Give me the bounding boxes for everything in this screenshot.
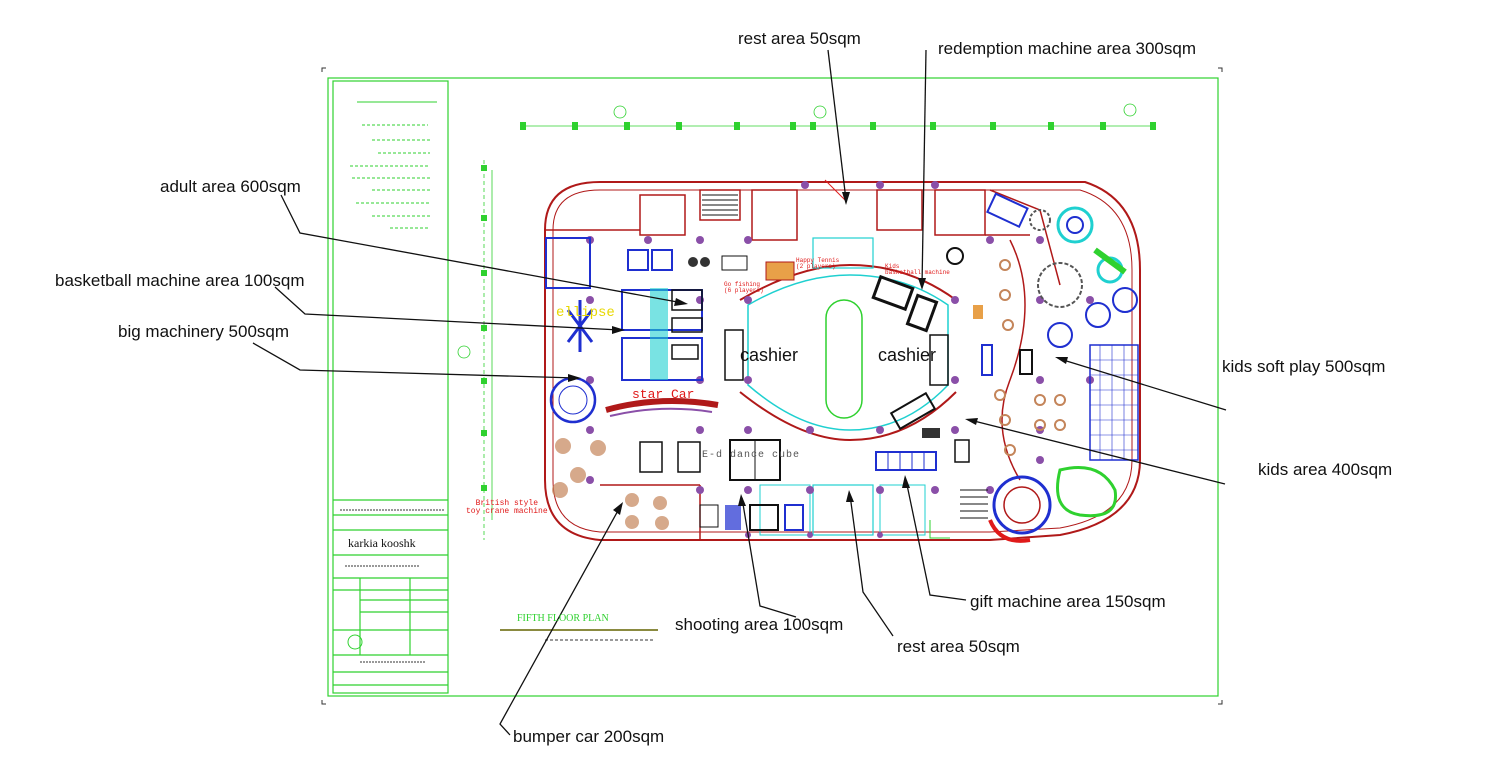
- kids-basketball-label: Kids basketball machine: [885, 263, 950, 276]
- building-walls: [544, 181, 1141, 541]
- label-rest-area-bottom: rest area 50sqm: [897, 637, 1020, 656]
- grid-axis: [457, 103, 1156, 540]
- british-toy-crane-label: British style toy crane machine: [466, 499, 548, 516]
- corner-ticks: [321, 67, 1223, 705]
- ellipse-label: ellipse: [556, 305, 615, 321]
- client-name: karkia kooshk: [348, 536, 416, 550]
- dance-cube-label: E-d dance cube: [702, 450, 801, 461]
- leader-lines: [252, 49, 1227, 736]
- label-adult-area: adult area 600sqm: [160, 177, 301, 196]
- fifth-floor-plan-title: FIFTH FLOOR PLAN: [517, 613, 609, 624]
- label-basketball-machine-area: basketball machine area 100sqm: [55, 271, 305, 290]
- stairs-and-doors: [702, 179, 988, 539]
- label-kids-soft-play: kids soft play 500sqm: [1222, 357, 1386, 376]
- go-fishing-label: Go fishing (6 players): [724, 281, 764, 294]
- label-kids-area: kids area 400sqm: [1258, 460, 1393, 479]
- label-rest-area-top: rest area 50sqm: [738, 29, 861, 48]
- drawing-frame: [327, 77, 1219, 697]
- label-gift-machine-area: gift machine area 150sqm: [970, 592, 1166, 611]
- happy-tennis-label: Happy Tennis (2 players): [796, 257, 840, 270]
- cashier-right-label: cashier: [878, 345, 937, 365]
- game-machines: [545, 192, 1033, 531]
- label-bumper-car: bumper car 200sqm: [513, 727, 665, 746]
- cashier-left-label: cashier: [740, 345, 799, 365]
- title-block-notes: [340, 101, 658, 663]
- star-car-label: star Car: [632, 387, 695, 402]
- label-big-machinery: big machinery 500sqm: [118, 322, 290, 341]
- label-shooting-area: shooting area 100sqm: [675, 615, 844, 634]
- kids-soft-play-equipment: [988, 206, 1139, 543]
- label-redemption-machine-area: redemption machine area 300sqm: [938, 39, 1196, 58]
